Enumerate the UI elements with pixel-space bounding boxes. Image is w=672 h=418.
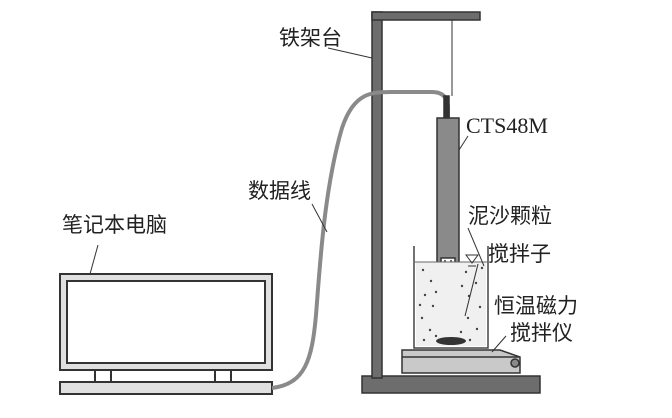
stirrer-label-line2: 搅拌仪 (510, 321, 573, 345)
leader-stirrer (491, 335, 507, 353)
laptop-foot-left (94, 369, 112, 383)
stand-label: 铁架台 (279, 26, 342, 50)
stir-bar-label: 搅拌子 (488, 242, 551, 266)
water-level-triangle-icon (465, 254, 479, 267)
stir-bar (436, 337, 466, 345)
particles-label: 泥沙颗粒 (468, 204, 552, 228)
laptop-foot-right (214, 369, 232, 383)
stand-pole (371, 11, 383, 379)
leader-stand (327, 47, 373, 59)
data-cable (271, 90, 450, 390)
laptop-screen-inner (66, 280, 266, 364)
leader-lines (89, 47, 507, 353)
cable-label: 数据线 (248, 179, 311, 203)
laptop-label: 笔记本电脑 (62, 213, 167, 237)
water-body (416, 262, 486, 346)
stirrer-knob (510, 358, 520, 368)
laptop (59, 273, 273, 395)
stirrer-body (401, 349, 521, 374)
probe-label: CTS48M (466, 113, 548, 138)
magnetic-stirrer (401, 349, 521, 374)
probe-cap (443, 95, 450, 119)
stirrer-label-line1: 恒温磁力 (494, 294, 578, 318)
iron-stand (361, 11, 541, 394)
beaker (413, 246, 489, 349)
sediment-particles (418, 266, 484, 342)
stand-arm (371, 11, 481, 21)
leader-probe (458, 135, 469, 151)
leader-cable (311, 203, 328, 233)
leader-stir-bar (464, 263, 479, 317)
stand-base (361, 375, 541, 394)
laptop-base (59, 381, 273, 395)
leader-laptop (89, 244, 99, 275)
beaker-walls (413, 246, 489, 349)
leader-particles (467, 227, 485, 267)
